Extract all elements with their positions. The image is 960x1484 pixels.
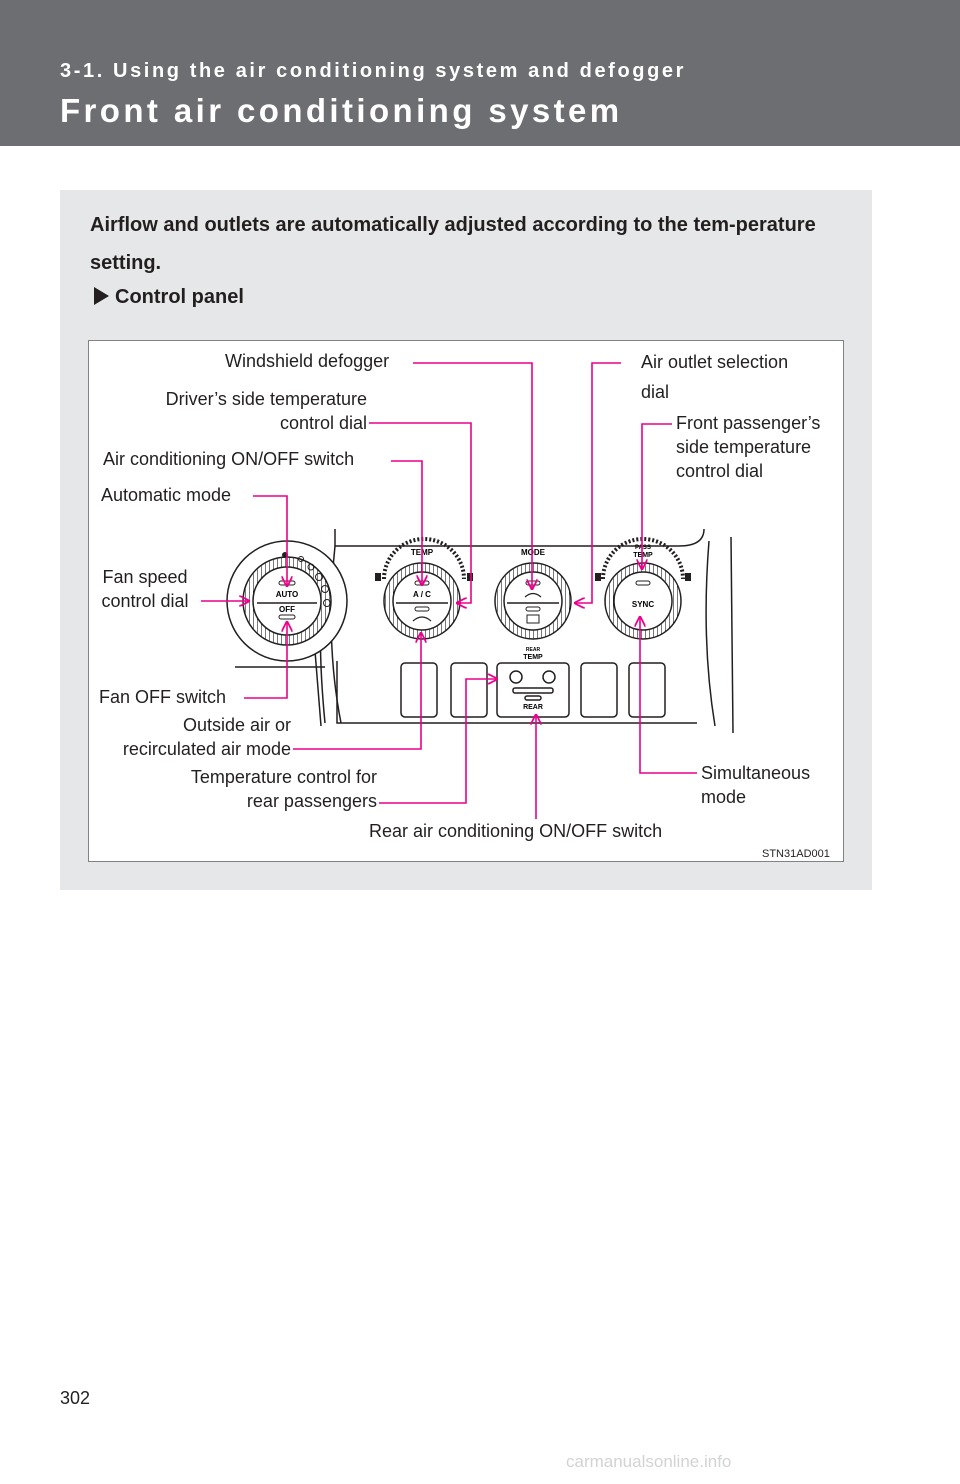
label-outside-recirc: Outside air or recirculated air mode <box>122 715 291 759</box>
header-band <box>0 0 960 146</box>
label-fan-speed: Fan speed control dial <box>101 567 189 611</box>
sync-mark: SYNC <box>632 600 654 609</box>
subhead-label: Control panel <box>115 286 244 308</box>
driver-temp-dial: TEMP A / C <box>375 537 473 640</box>
label-ac-switch: Air conditioning ON/OFF switch <box>103 449 355 469</box>
triangle-icon <box>94 287 109 305</box>
label-front-passenger-temp: Front passenger’s side temperature contr… <box>676 413 821 481</box>
subhead: Control panel <box>94 286 244 309</box>
auto-mark: AUTO <box>276 590 299 599</box>
control-panel-figure: AUTO OFF TEMP A / C MODE <box>88 340 844 862</box>
pass-mark: PASS <box>635 545 651 551</box>
rear-mark: REAR <box>523 704 543 711</box>
off-mark: OFF <box>279 605 295 614</box>
label-fan-off: Fan OFF switch <box>99 687 227 707</box>
label-simultaneous: Simultaneous mode <box>701 763 811 807</box>
mode-mark: MODE <box>521 548 546 557</box>
label-automatic-mode: Automatic mode <box>101 485 232 505</box>
rear-temp-mark: TEMP <box>523 654 543 661</box>
leader-lines <box>201 362 697 819</box>
label-rear-temp: Temperature control for rear passengers <box>190 767 377 811</box>
label-windshield-defogger: Windshield defogger <box>225 351 390 371</box>
page-number: 302 <box>60 1388 91 1408</box>
rear-temp-small: REAR <box>526 647 541 653</box>
pass-temp-mark: TEMP <box>633 552 653 559</box>
passenger-temp-dial: PASS TEMP SYNC <box>595 537 691 640</box>
mode-dial: MODE <box>494 548 572 640</box>
label-air-outlet: Air outlet selection dial <box>641 352 789 402</box>
intro-text: Airflow and outlets are automatically ad… <box>90 214 816 274</box>
figure-code: STN31AD001 <box>762 848 830 860</box>
watermark: carmanualsonline.info <box>566 1452 732 1471</box>
label-rear-ac: Rear air conditioning ON/OFF switch <box>369 821 663 841</box>
ac-mark: A / C <box>413 590 431 599</box>
page-title: Front air conditioning system <box>60 92 623 129</box>
label-driver-temp: Driver’s side temperature control dial <box>165 389 367 433</box>
section-label: 3-1. Using the air conditioning system a… <box>60 60 686 82</box>
control-panel-illustration: AUTO OFF TEMP A / C MODE <box>201 362 734 819</box>
